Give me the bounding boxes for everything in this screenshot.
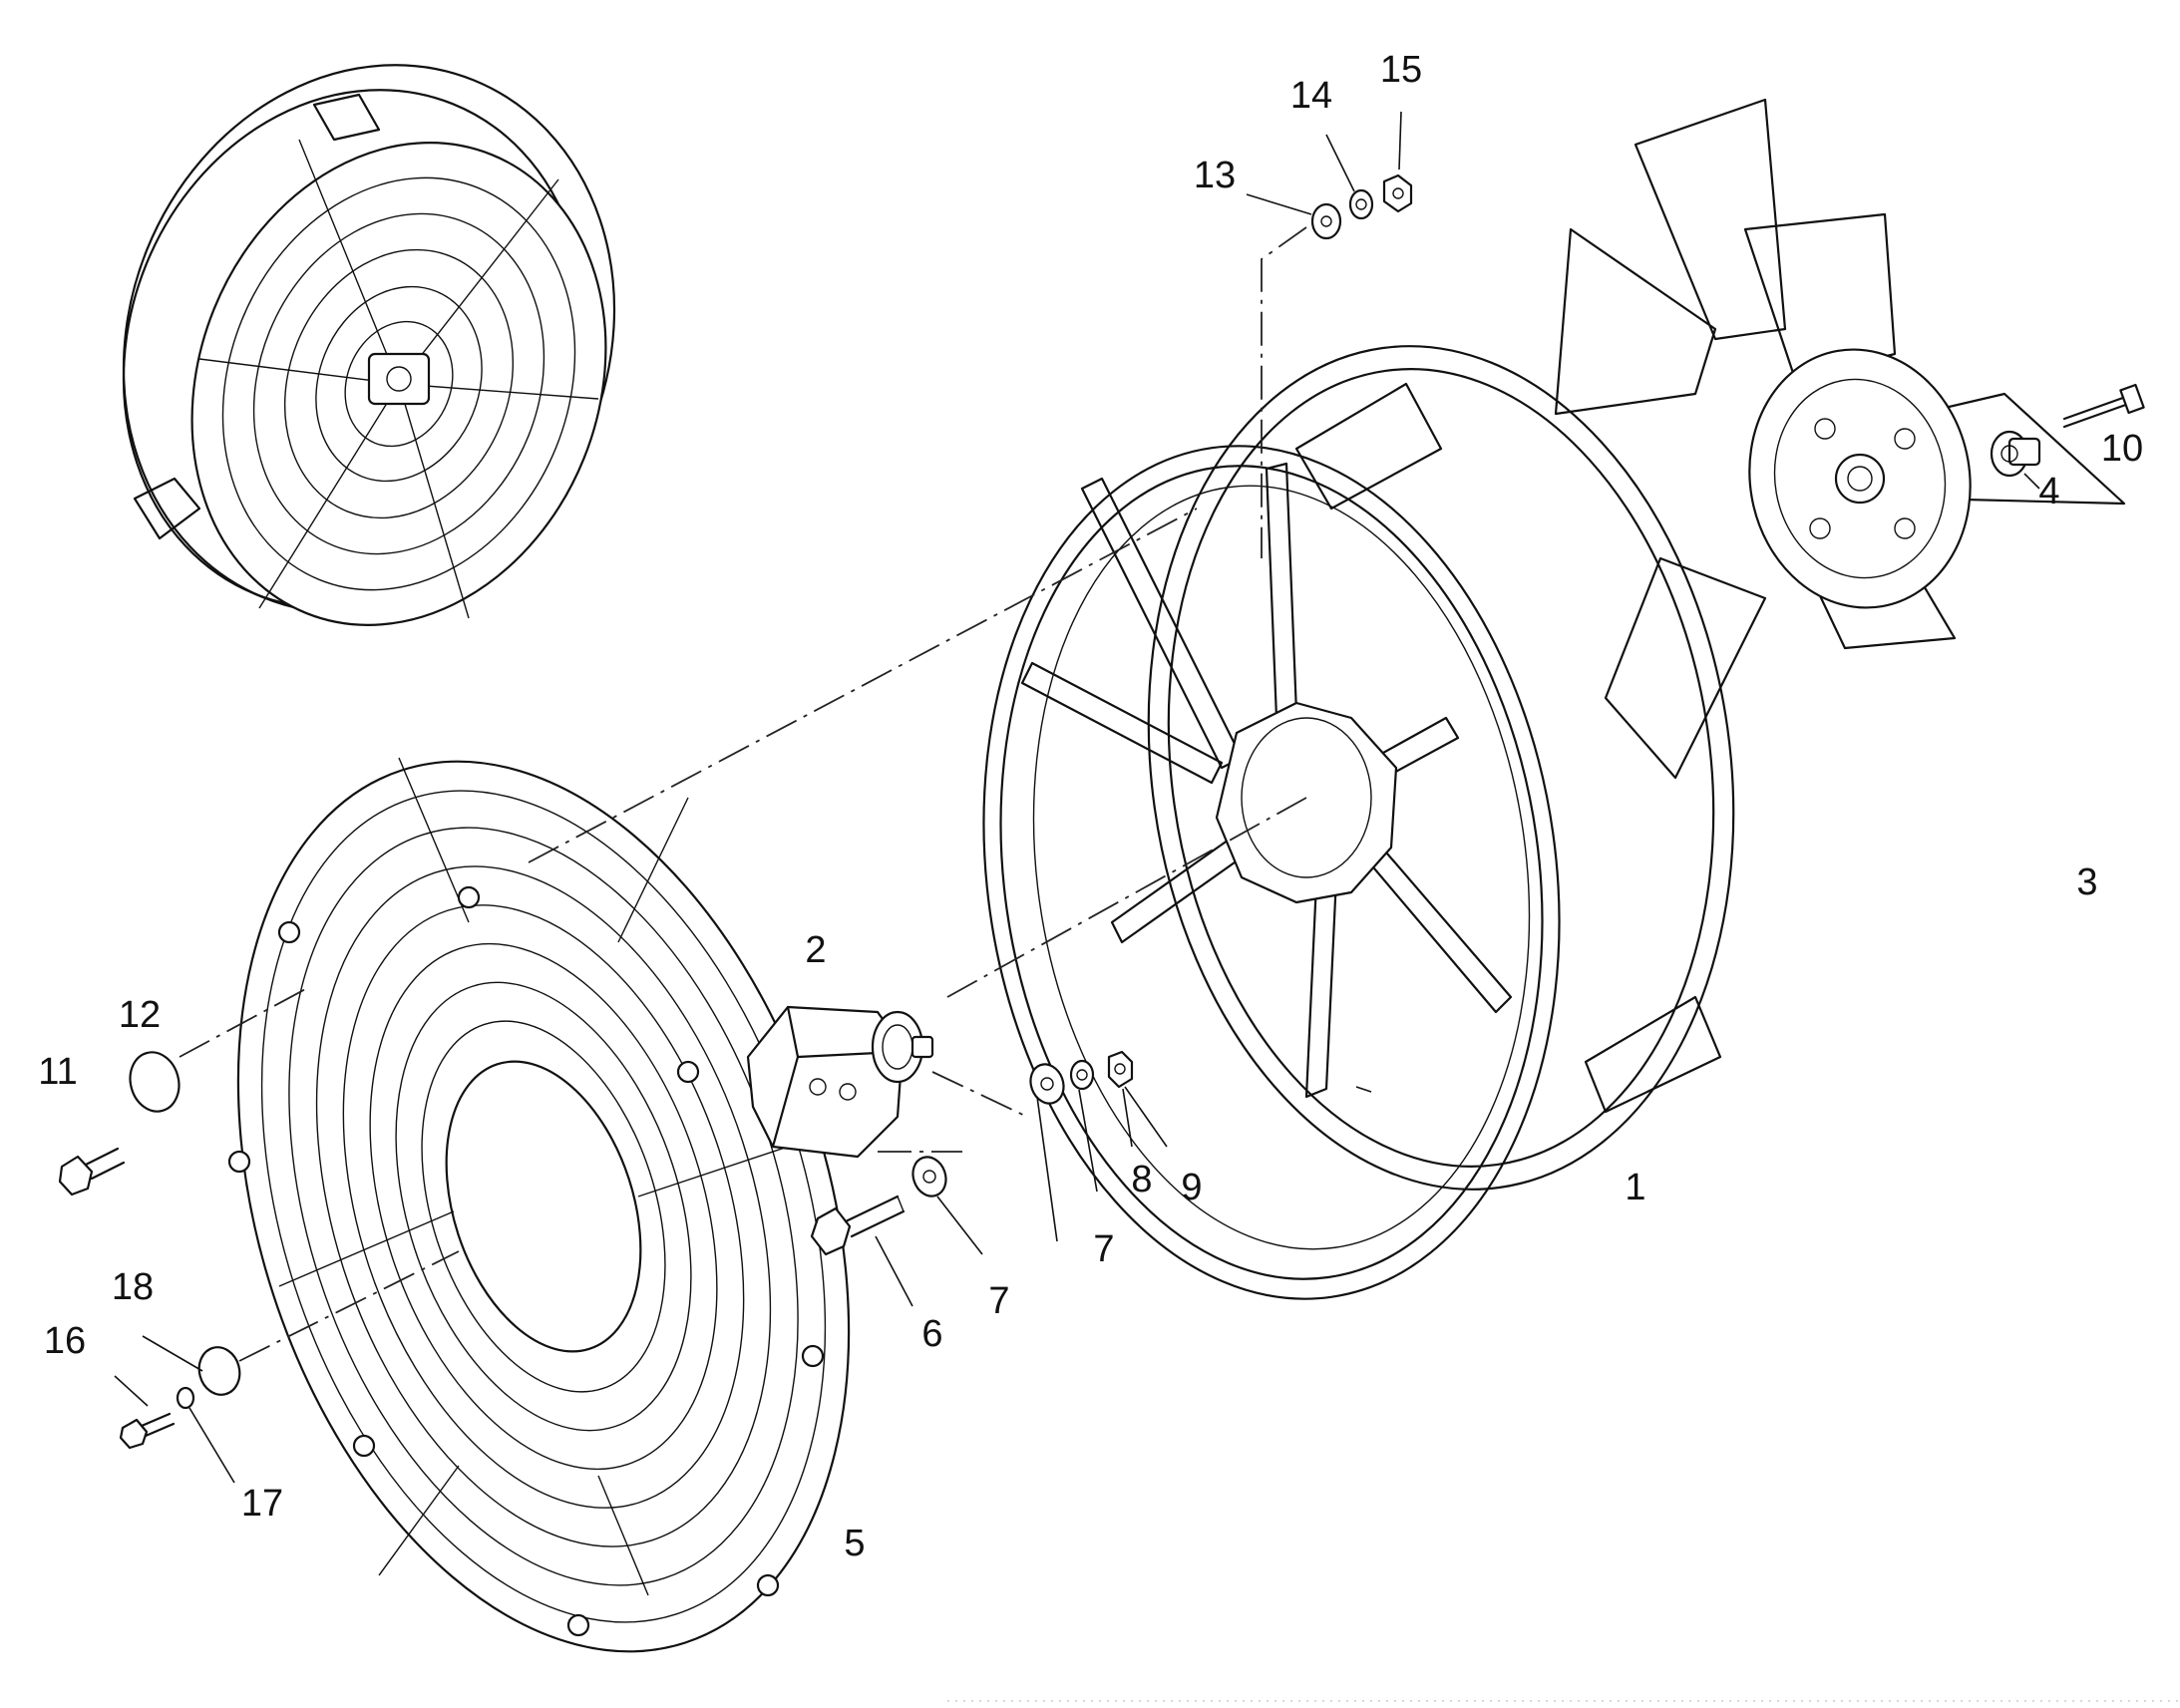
- callout-16: 16: [44, 1320, 86, 1362]
- hydraulic-motor: [746, 1005, 934, 1159]
- top-lock-washer: [1348, 188, 1374, 220]
- alignment-lines: [179, 226, 1307, 1362]
- top-hex-nut: [1382, 173, 1413, 213]
- callout-14: 14: [1290, 75, 1332, 117]
- lock-washer: [1069, 1059, 1095, 1091]
- callout-15: 15: [1380, 49, 1422, 91]
- callout-10: 10: [2101, 428, 2143, 470]
- hub-spacer: [1990, 430, 2041, 478]
- small-lock-washer: [176, 1386, 195, 1410]
- assembled-fan-icon: [122, 64, 616, 626]
- fan-housing-ring: [982, 345, 1735, 1300]
- callout-5: 5: [844, 1523, 865, 1564]
- callout-12: 12: [119, 994, 161, 1036]
- callout-labels: 1 2 3 4 5 6 7 7 8 9 10 11 12 13 14 15 16…: [38, 49, 2143, 1564]
- callout-17: 17: [241, 1483, 283, 1525]
- callout-6: 6: [921, 1313, 942, 1355]
- callout-7b: 7: [1093, 1228, 1114, 1270]
- callout-2: 2: [805, 929, 826, 971]
- hex-nut: [1107, 1050, 1134, 1089]
- callout-13: 13: [1194, 155, 1236, 196]
- top-washer: [1310, 202, 1342, 240]
- small-bolt: [119, 1412, 176, 1450]
- long-bolt: [2062, 383, 2145, 429]
- flat-washer: [911, 1063, 1065, 1197]
- callout-7a: 7: [988, 1280, 1009, 1322]
- callout-1: 1: [1625, 1167, 1645, 1208]
- protective-grille: [227, 757, 851, 1653]
- callout-4: 4: [2038, 471, 2059, 512]
- fan-impeller: [1554, 98, 2126, 780]
- motor-bolt: [810, 1195, 906, 1256]
- callout-8: 8: [1131, 1159, 1152, 1200]
- grille-bolt: [58, 1147, 126, 1196]
- grille-washer: [129, 1051, 181, 1113]
- callout-18: 18: [112, 1266, 154, 1308]
- callout-11: 11: [38, 1051, 77, 1093]
- large-washer: [197, 1346, 241, 1396]
- leader-lines: [114, 111, 2040, 1484]
- callout-9: 9: [1181, 1167, 1202, 1208]
- callout-3: 3: [2076, 861, 2097, 903]
